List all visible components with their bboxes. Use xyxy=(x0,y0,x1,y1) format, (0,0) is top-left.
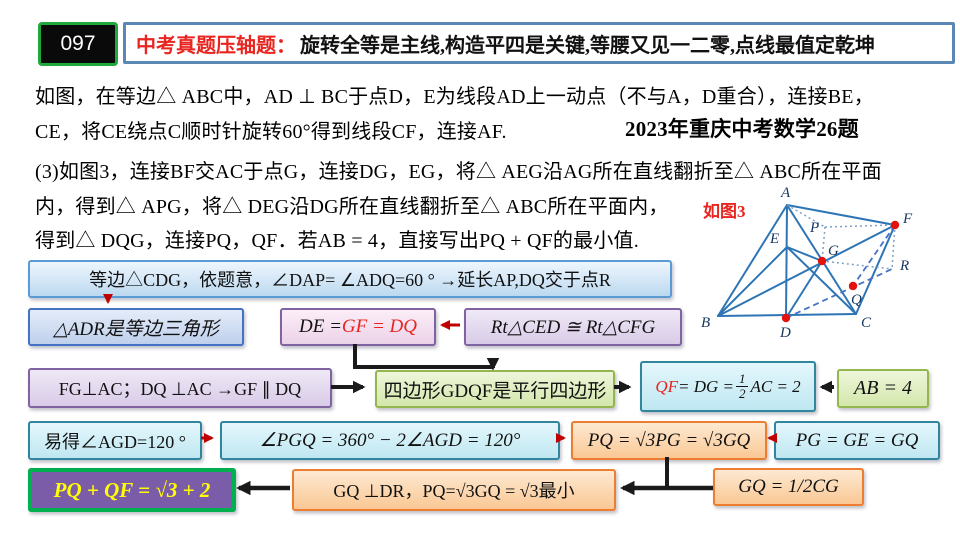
flow-step-congruent-triangles: Rt△CED ≅ Rt△CFG xyxy=(464,308,682,346)
label-R: R xyxy=(899,258,909,274)
elbow-de-to-parallelogram xyxy=(353,344,500,371)
flow-step-qf-value: QF = DG = 1 2 AC = 2 xyxy=(640,361,816,412)
de-part: DE = xyxy=(299,316,342,337)
flow-step-pgq-120: ∠PGQ = 360° − 2∠AGD = 120° xyxy=(220,421,560,460)
label-A: A xyxy=(780,185,791,201)
problem-line-3: (3)如图3，连接BF交AC于点G，连接DG，EG，将△ AEG沿AG所在直线翻… xyxy=(35,161,882,183)
flow-step-de-gf-dq: DE = GF = DQ xyxy=(280,308,436,346)
problem-line-2: CE，将CE绕点C顺时针旋转60°得到线段CF，连接AF. xyxy=(35,121,507,143)
label-F: F xyxy=(902,211,913,227)
flow-step-equilateral-cdg: 等边△CDG，依题意，∠DAP= ∠ADQ=60 ° →延长AP,DQ交于点R xyxy=(28,260,672,298)
flow-final-answer: PQ + QF = √3 + 2 xyxy=(28,468,236,512)
title-prefix: 中考真题压轴题： xyxy=(136,34,296,57)
flow-step-ab-4: AB = 4 xyxy=(837,369,929,408)
dashed-construction-lines xyxy=(785,224,896,319)
label-B: B xyxy=(701,315,710,331)
label-G: G xyxy=(828,243,839,259)
solid-lines xyxy=(717,204,896,319)
slide-number-badge: 097 xyxy=(38,22,118,66)
flow-step-pq-sqrt3: PQ = √3PG = √3GQ xyxy=(571,421,767,460)
highlight-points xyxy=(781,220,900,323)
numerator: 1 xyxy=(738,371,746,387)
denominator: 2 xyxy=(735,386,749,401)
title-text: 旋转全等是主线,构造平四是关键,等腰又见一二零,点线最值定乾坤 xyxy=(300,34,875,57)
flow-step-adr-equilateral: △ADR是等边三角形 xyxy=(28,308,244,346)
eq-part: = DG = xyxy=(677,376,734,396)
geometry-diagram: A B C D E F G P Q R xyxy=(701,185,913,341)
problem-line-1: 如图，在等边△ ABC中，AD ⊥ BC于点D，E为线段AD上一动点（不与A，D… xyxy=(35,86,874,108)
flow-step-parallel-reason: FG⊥AC；DQ ⊥AC →GF ∥ DQ xyxy=(28,368,332,408)
flow-step-parallelogram: 四边形GDQF是平行四边形 xyxy=(375,370,615,408)
label-Q: Q xyxy=(851,292,862,308)
label-E: E xyxy=(769,231,779,247)
qf-part: QF xyxy=(655,376,678,396)
title-banner: 中考真题压轴题： 旋转全等是主线,构造平四是关键,等腰又见一二零,点线最值定乾坤 xyxy=(123,22,955,64)
flow-step-gq-half-cg: GQ = 1/2CG xyxy=(713,468,864,506)
problem-line-5: 得到△ DQG，连接PQ，QF．若AB = 4，直接写出PQ + QF的最小值. xyxy=(35,230,639,252)
tail-part: AC = 2 xyxy=(750,376,801,396)
exam-source: 2023年重庆中考数学26题 xyxy=(625,117,859,141)
label-D: D xyxy=(779,325,791,341)
label-P: P xyxy=(809,220,819,236)
label-C: C xyxy=(861,315,872,331)
flow-step-agd-120: 易得∠AGD=120 ° xyxy=(28,421,202,460)
problem-line-4: 内，得到△ APG，将△ DEG沿DG所在直线翻折至△ ABC所在平面内， xyxy=(35,196,669,218)
one-half-fraction: 1 2 xyxy=(735,371,749,401)
flow-step-pg-ge-gq: PG = GE = GQ xyxy=(774,421,940,460)
figure-caption: 如图3 xyxy=(703,202,746,221)
dotted-construction-lines xyxy=(786,204,896,270)
flow-step-gq-min: GQ ⊥DR，PQ=√3GQ = √3最小 xyxy=(292,469,616,511)
gf-dq-part: GF = DQ xyxy=(341,316,417,337)
